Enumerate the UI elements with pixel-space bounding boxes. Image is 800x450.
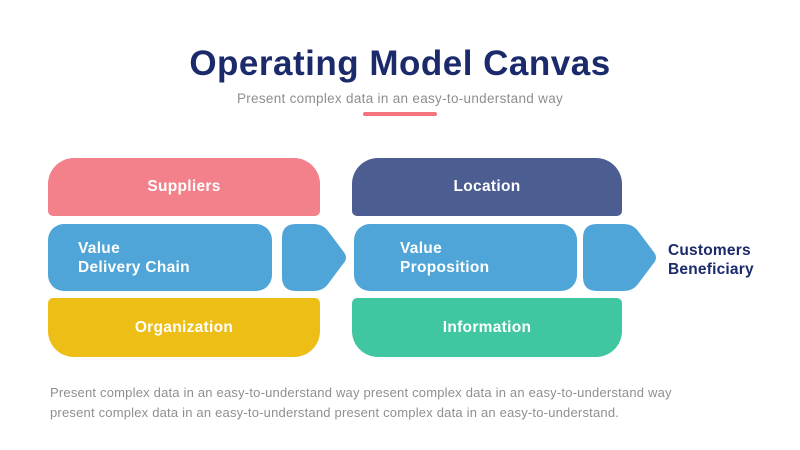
page-subtitle: Present complex data in an easy-to-under…: [236, 91, 564, 106]
organization-label: Organization: [134, 318, 234, 336]
flow-arrow-shape: [282, 224, 346, 291]
footer-description-line2: present complex data in an easy-to-under…: [50, 404, 620, 420]
value-proposition-label-line2: Proposition: [400, 258, 490, 276]
footer-description: Present complex data in an easy-to-under…: [50, 383, 790, 422]
information-box: Information: [352, 298, 622, 357]
flow-arrow-right-icon: [282, 224, 346, 291]
suppliers-box: Suppliers: [48, 158, 320, 216]
information-label: Information: [442, 318, 532, 336]
customers-beneficiary-line1: Customers: [668, 242, 751, 259]
value-proposition-box: Value Proposition: [354, 224, 577, 291]
value-delivery-chain-label-line2: Delivery Chain: [78, 258, 190, 276]
title-underline-accent: [363, 112, 437, 116]
customers-beneficiary-label: Customers Beneficiary: [668, 241, 754, 279]
page-title: Operating Model Canvas: [189, 44, 611, 83]
location-label: Location: [453, 178, 521, 195]
value-proposition-label-line1: Value: [400, 239, 442, 257]
suppliers-label: Suppliers: [147, 178, 221, 195]
customers-beneficiary-line2: Beneficiary: [668, 261, 754, 278]
value-delivery-chain-label-line1: Value: [78, 239, 120, 257]
footer-description-line1: Present complex data in an easy-to-under…: [50, 385, 672, 400]
flow-arrow-shape: [583, 224, 656, 291]
value-delivery-chain-box: Value Delivery Chain: [48, 224, 272, 291]
organization-box: Organization: [48, 298, 320, 357]
flow-arrow-right-icon: [583, 224, 656, 291]
location-box: Location: [352, 158, 622, 216]
